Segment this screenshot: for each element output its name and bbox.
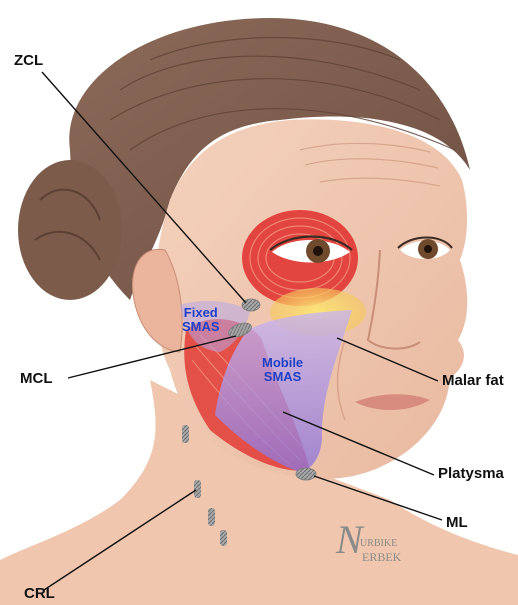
signature-line2: ERBEK bbox=[362, 550, 401, 565]
mandibular-ligament bbox=[296, 468, 316, 480]
label-ml: ML bbox=[446, 514, 468, 531]
label-mobile-smas: Mobile SMAS bbox=[262, 356, 303, 384]
label-crl: CRL bbox=[24, 585, 55, 602]
label-mcl: MCL bbox=[20, 370, 53, 387]
label-malar-fat: Malar fat bbox=[442, 372, 504, 389]
label-zcl: ZCL bbox=[14, 52, 43, 69]
label-fixed-smas: Fixed SMAS bbox=[182, 306, 220, 334]
hair-bun bbox=[18, 160, 122, 300]
signature-line1: URBIKE bbox=[360, 538, 397, 549]
label-platysma: Platysma bbox=[438, 465, 504, 482]
signature-initial: N bbox=[336, 520, 363, 560]
